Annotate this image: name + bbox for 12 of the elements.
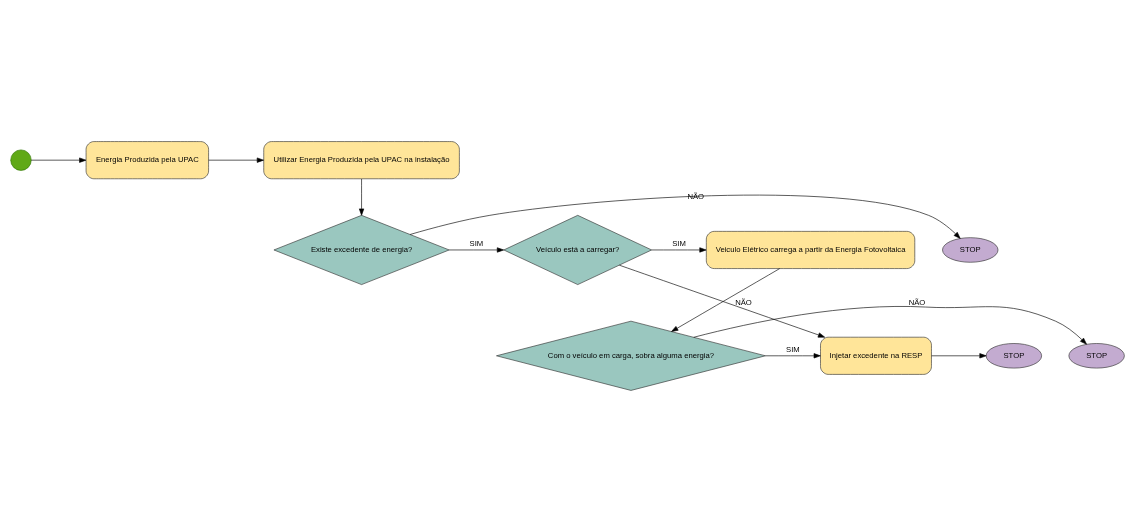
node-circle	[10, 149, 32, 171]
arrow	[448, 247, 504, 253]
arrow	[208, 157, 264, 163]
arrow	[931, 353, 987, 359]
arrow	[651, 247, 707, 253]
arrow	[693, 306, 1087, 345]
arrow	[671, 268, 780, 332]
arrow	[765, 353, 821, 359]
arrow	[409, 194, 961, 239]
arrow	[31, 157, 87, 163]
arrow	[359, 178, 365, 216]
arrow	[619, 264, 826, 338]
